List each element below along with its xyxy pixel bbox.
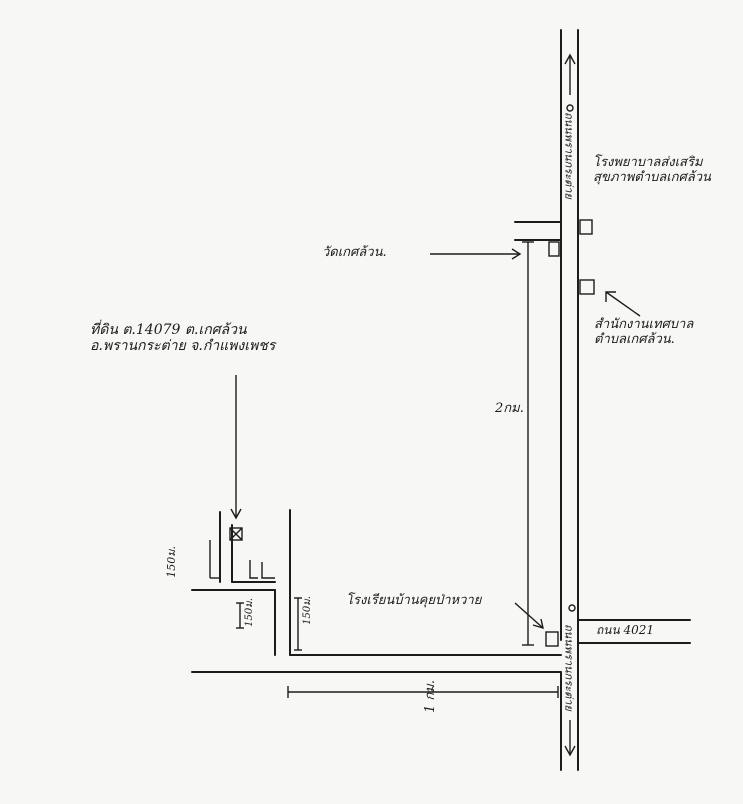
school-label: โรงเรียนบ้านคุยป่าหวาย [346, 593, 482, 608]
office-pointer [605, 291, 641, 317]
road-4021-label: ถนน 4021 [596, 623, 655, 637]
site-marker-x2 [229, 527, 243, 541]
dist-1km-label: 1 กม. [423, 680, 438, 713]
school-marker [545, 631, 559, 647]
site-label-line2: อ.พรานกระต่าย จ.กำแพงเพชร [90, 338, 276, 355]
temple-pointer-head [511, 248, 522, 260]
north-arrow-head [564, 53, 576, 65]
distance-2km-label: 2กม. [495, 401, 524, 416]
dist-150-label-a: 150ม. [244, 598, 255, 627]
site-pointer-head [230, 508, 242, 520]
school-pointer [514, 602, 544, 629]
hospital-label-line2: สุขภาพตำบลเกศล้วน [593, 169, 711, 185]
site-building-c [261, 562, 275, 579]
site-building-b [249, 560, 258, 579]
office-label-line1: สำนักงานเทศบาล [594, 317, 694, 332]
dist-150-left-label: 150ม. [165, 546, 178, 578]
site-marker-box [229, 527, 243, 541]
temple-marker [548, 241, 560, 257]
site-label: ที่ดิน ต.14079 ต.เกศล้วน อ.พรานกระต่าย จ… [90, 322, 275, 354]
dist-150-label-b: 150ม. [302, 596, 313, 625]
hospital-marker [579, 219, 593, 235]
road-marker-top [566, 104, 574, 112]
road-bottom-vertical-label: ถนนพรานกระต่าย [562, 624, 576, 711]
hospital-label-line1: โรงพยาบาลส่งเสริม [593, 155, 703, 170]
office-label-line2: ตำบลเกศล้วน. [594, 331, 675, 347]
office-marker [579, 279, 595, 295]
hospital-label: โรงพยาบาลส่งเสริม สุขภาพตำบลเกศล้วน [593, 155, 711, 186]
road-marker-bottom [568, 604, 576, 612]
site-label-line1: ที่ดิน ต.14079 ต.เกศล้วน [90, 322, 247, 338]
south-arrow-head [564, 745, 576, 757]
school-pointer-head [532, 618, 544, 630]
road-top-vertical-label: ถนนพรานกระต่าย [562, 112, 576, 199]
office-label: สำนักงานเทศบาล ตำบลเกศล้วน. [594, 317, 694, 348]
office-pointer-head [605, 291, 616, 302]
temple-label: วัดเกศล้วน. [322, 245, 387, 260]
